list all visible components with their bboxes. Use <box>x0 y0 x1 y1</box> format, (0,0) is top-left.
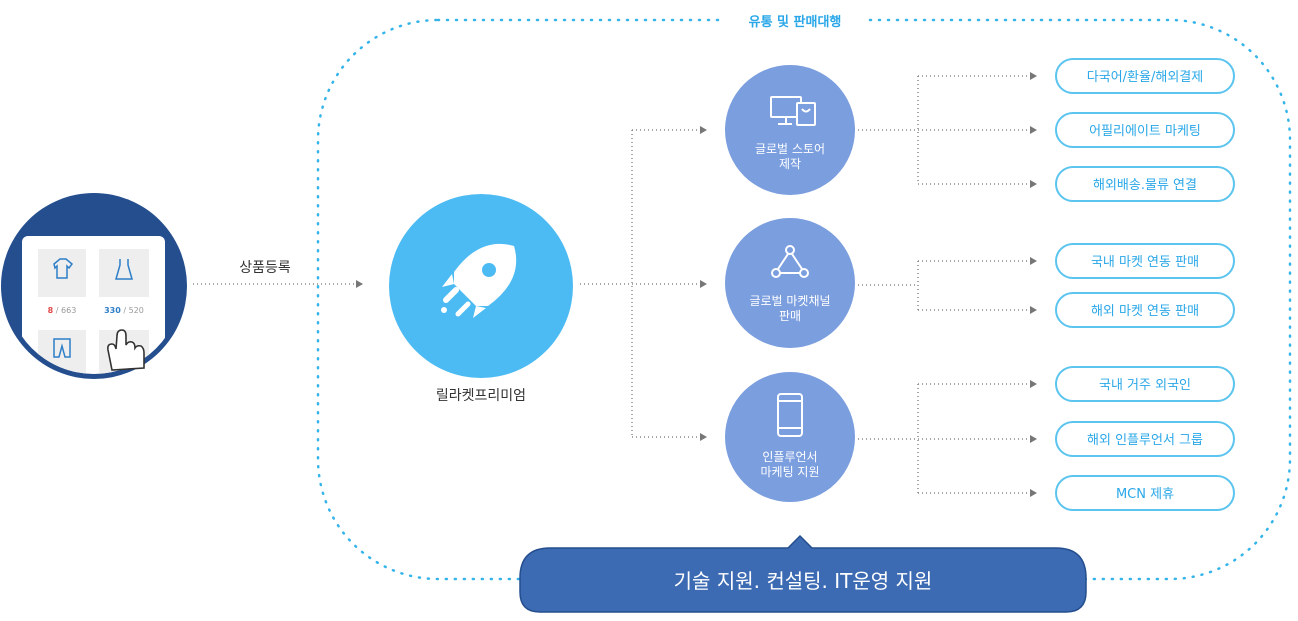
service-label-2: 글로벌 마켓채널 판매 <box>749 294 831 323</box>
pants-icon <box>53 338 71 358</box>
rocket-icon <box>441 243 517 318</box>
item-pill-1-2: 어필리에이트 마케팅 <box>1055 112 1235 148</box>
dress-icon <box>115 259 133 280</box>
service-label-1: 글로벌 스토어 제작 <box>754 142 826 171</box>
item-pill-3-1: 국내 거주 외국인 <box>1055 366 1235 402</box>
connector-center-to-services <box>580 126 707 441</box>
center-label: 릴라켓프리미엄 <box>435 388 527 404</box>
item-pill-3-2: 해외 인플루언서 그룹 <box>1055 421 1235 457</box>
tshirt-icon <box>53 258 74 279</box>
count-highlight-1: 8 <box>47 306 54 315</box>
smartphone-icon <box>777 393 803 437</box>
item-pill-1-1: 다국어/환율/해외결제 <box>1055 58 1235 94</box>
service-frame <box>316 18 1292 581</box>
item-pill-1-3: 해외배송.물류 연결 <box>1055 166 1235 202</box>
count-label-2: 330 / 520 <box>99 306 149 315</box>
count-label-1: 8 / 663 <box>38 306 86 315</box>
support-bar <box>519 534 1087 613</box>
connector-services-to-items <box>858 72 1037 497</box>
count-rest-2: / 520 <box>120 306 144 315</box>
support-label: 기술 지원. 컨설팅. IT운영 지원 <box>673 569 933 593</box>
input-label: 상품등록 <box>239 260 291 276</box>
count-highlight-2: 330 <box>104 306 121 315</box>
service-circle-1 <box>725 65 855 195</box>
network-icon <box>771 245 809 278</box>
count-rest-1: / 663 <box>53 306 77 315</box>
service-label-3: 인플루언서 마케팅 지원 <box>760 450 820 479</box>
item-pill-2-2: 해외 마켓 연동 판매 <box>1055 292 1235 328</box>
computer-icon <box>770 96 816 126</box>
product-input-illustration <box>1 193 187 379</box>
service-circle-2 <box>725 218 855 348</box>
hand-pointer-icon <box>107 329 145 371</box>
frame-title: 유통 및 판매대행 <box>724 11 866 35</box>
item-pill-3-3: MCN 제휴 <box>1055 475 1235 511</box>
item-pill-2-1: 국내 마켓 연동 판매 <box>1055 243 1235 279</box>
